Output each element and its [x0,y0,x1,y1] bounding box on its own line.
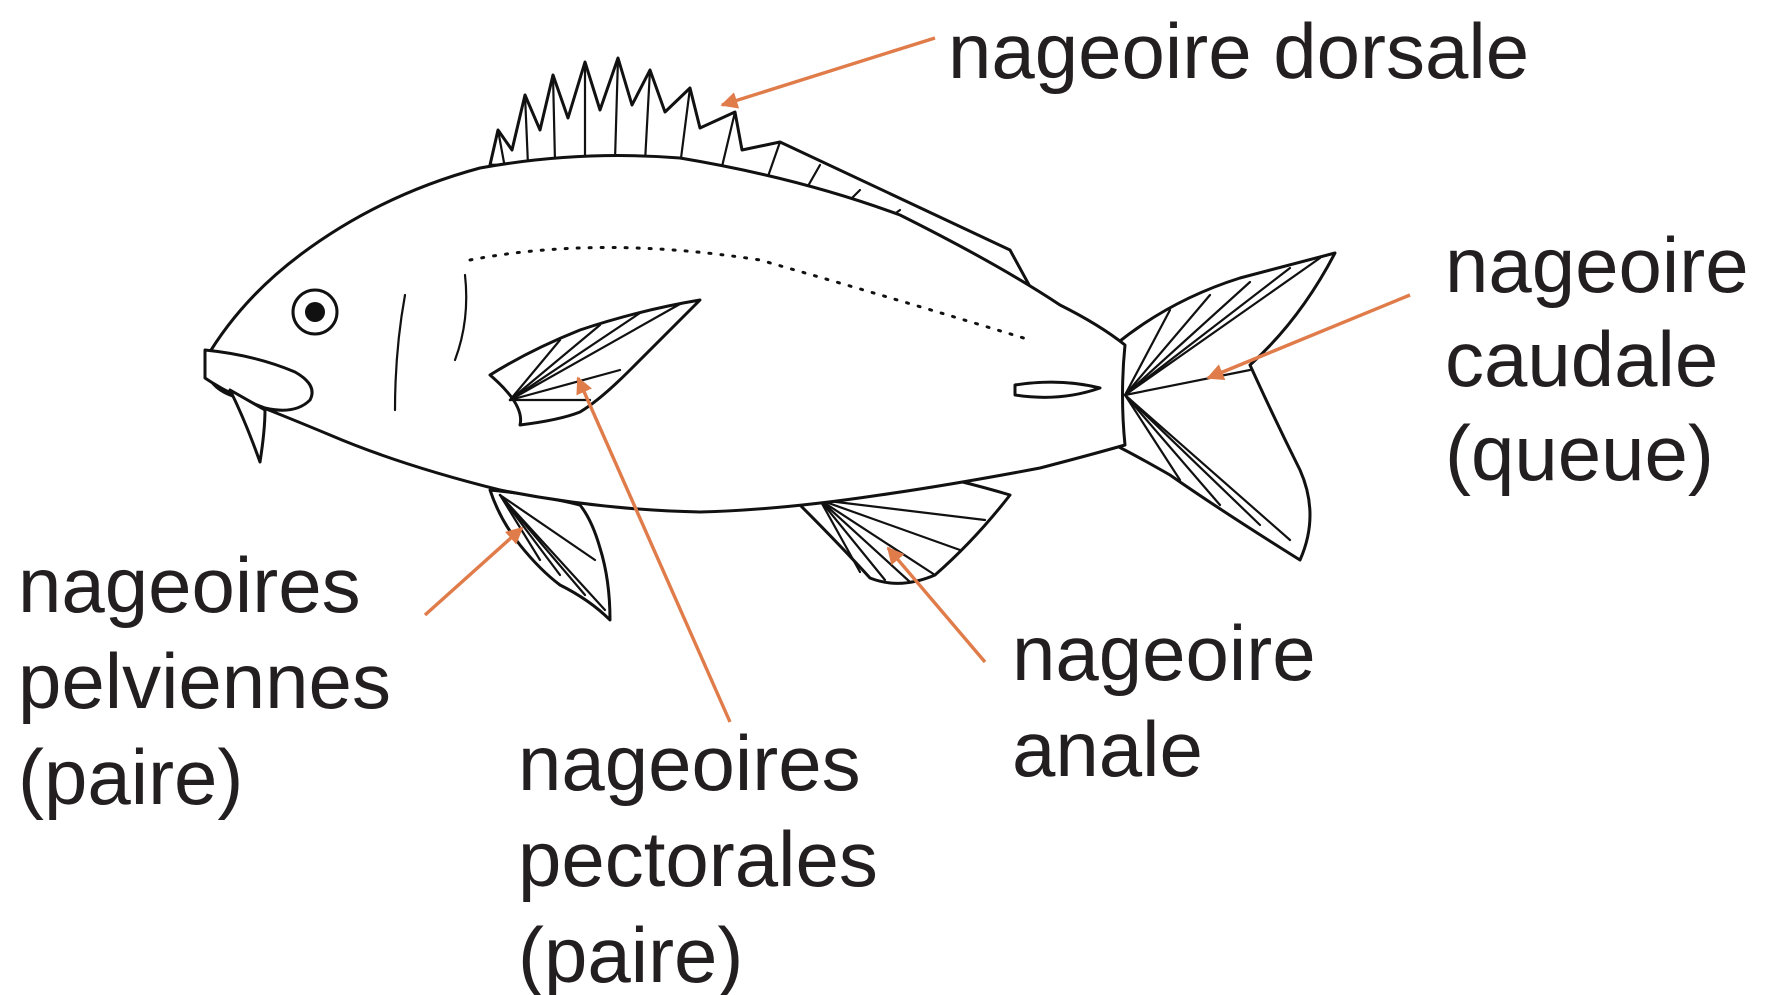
label-nageoire-anale: nageoire anale [1012,609,1316,793]
leader-dorsal [722,38,935,105]
label-line: nageoire [1445,221,1749,309]
label-line: nageoire [1012,609,1316,697]
caudal-fin [1115,253,1335,560]
label-line: nageoires [18,541,361,629]
pelvic-fin [490,490,610,620]
label-nageoire-caudale: nageoire caudale (queue) [1445,221,1749,497]
label-nageoires-pelviennes: nageoires pelviennes (paire) [18,541,391,821]
label-line: caudale [1445,315,1718,403]
label-line: pectorales [518,815,878,903]
label-line: (paire) [518,911,743,995]
label-line: nageoires [518,719,861,807]
label-line: (queue) [1445,409,1714,497]
label-line: pelviennes [18,637,391,725]
label-line: (paire) [18,733,243,821]
leader-pelvic [425,528,522,615]
label-nageoire-dorsale: nageoire dorsale [948,7,1529,95]
label-line: nageoire dorsale [948,7,1529,95]
label-nageoires-pectorales: nageoires pectorales (paire) [518,719,878,995]
label-line: anale [1012,705,1203,793]
